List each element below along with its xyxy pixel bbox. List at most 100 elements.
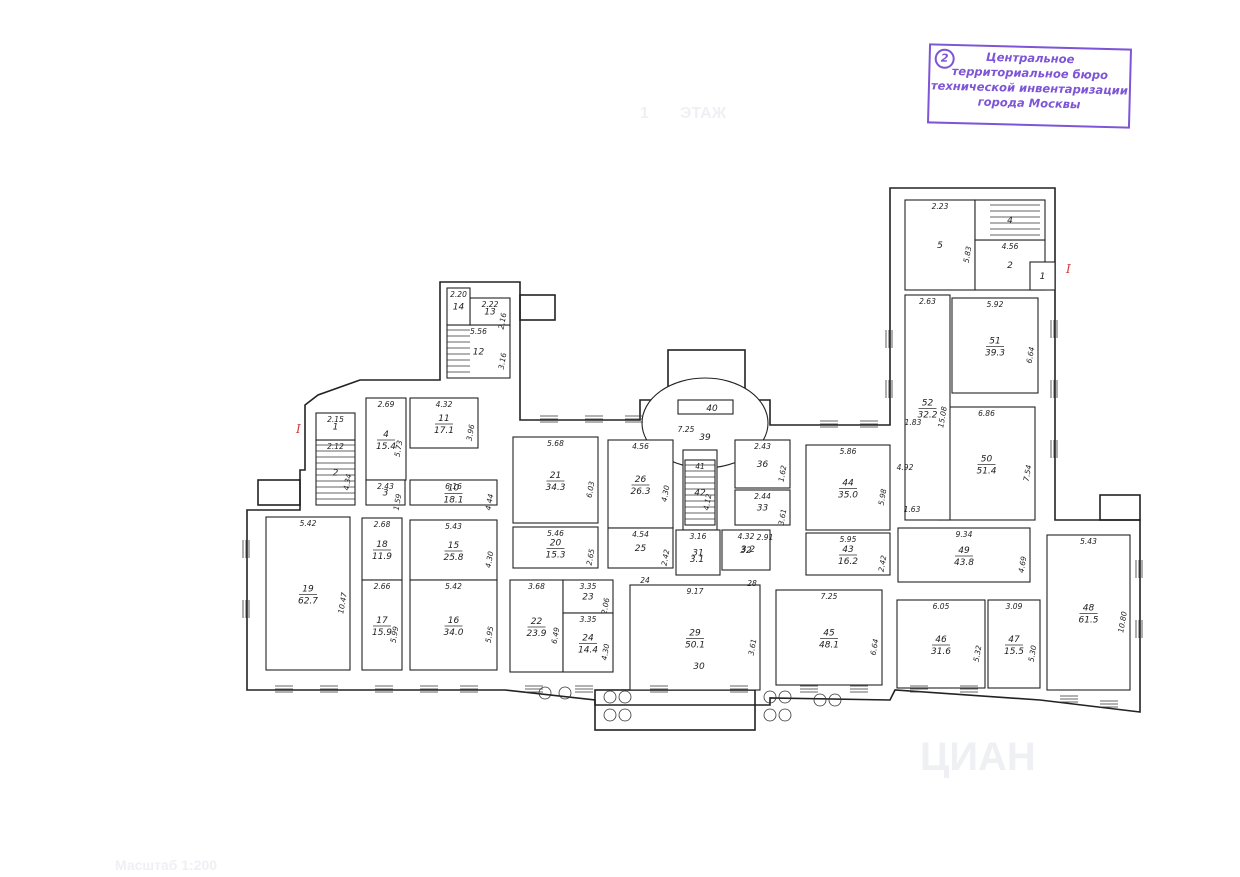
room-number: 19 (302, 585, 314, 595)
room-31: 313.16 (675, 529, 721, 576)
room-width: 5.42 (445, 582, 462, 591)
room-width: 2.12 (327, 442, 344, 451)
column-icon (603, 690, 617, 704)
room-width: 9.17 (687, 587, 704, 596)
room-length: 1.59 (392, 493, 404, 511)
room-outline (721, 529, 771, 571)
room-outline (607, 527, 674, 569)
room-width: 9.34 (956, 530, 973, 539)
room-length: 5.99 (389, 625, 401, 643)
room-outline (446, 324, 511, 379)
room-width: 2.22 (482, 300, 499, 309)
room-area: 26.3 (630, 487, 650, 497)
room-number: 18 (376, 540, 388, 550)
room-length: 3.16 (497, 352, 509, 370)
room-width: 6.05 (933, 602, 950, 611)
corridor-d: 2.91 (757, 533, 774, 542)
room-number: 25 (635, 544, 647, 554)
room-length: 2.42 (660, 548, 672, 566)
room-number: 20 (550, 539, 562, 549)
room-outline (512, 526, 599, 569)
room-number: 50 (981, 455, 993, 465)
room-width: 3.68 (528, 582, 545, 591)
column-icon (828, 693, 842, 707)
room-area: 31.6 (931, 647, 951, 657)
room-number: 33 (757, 504, 769, 514)
room-width: 7.25 (821, 592, 838, 601)
room-number: 36 (757, 460, 769, 470)
room-length: 15.08 (936, 405, 949, 428)
portico-columns (538, 686, 842, 722)
room-area: 25.8 (443, 553, 463, 563)
room-area: 50.1 (685, 641, 705, 651)
room-number: 23 (582, 593, 594, 603)
room-outline (315, 412, 356, 441)
scale-label: Масштаб 1:200 (115, 857, 217, 873)
room-number: 42 (694, 489, 706, 499)
room-length: 3.96 (465, 423, 477, 441)
room-width: 6.86 (978, 409, 995, 418)
room-width: 3.16 (690, 532, 707, 541)
room-12: 125.563.16 (446, 324, 511, 379)
room-width: 6.16 (445, 482, 462, 491)
room-outline (409, 397, 479, 449)
column-icon (813, 693, 827, 707)
room-length: 5.32 (972, 644, 984, 662)
room-width: 5.42 (300, 519, 317, 528)
column-icon (763, 690, 777, 704)
room-number: 17 (376, 616, 388, 626)
room-number: 10 (448, 484, 460, 494)
oval-dim: 7.25 (678, 425, 695, 434)
room-number: 11 (438, 414, 449, 424)
room-width: 5.92 (987, 300, 1004, 309)
room-outline (365, 479, 406, 506)
room-area: 35.0 (838, 491, 858, 501)
room-number: 5 (937, 241, 943, 251)
room-length: 6.64 (869, 638, 881, 656)
room-length: 5.98 (877, 488, 889, 506)
room-number: 15 (448, 541, 460, 551)
small-a: 28 (747, 579, 757, 588)
lobby-b: 3.2 (741, 545, 756, 555)
room-outline (361, 517, 403, 581)
room-number: 52 (922, 399, 934, 409)
bti-stamp: 2 Центральное территориальное бюро техни… (926, 43, 1133, 129)
room-width: 5.68 (547, 439, 564, 448)
room-width: 2.20 (450, 290, 467, 299)
room-outline (607, 439, 674, 529)
room-width: 2.44 (754, 492, 771, 501)
room-number: 26 (635, 475, 647, 485)
room-length: 10.80 (1116, 610, 1129, 633)
room-width: 2.66 (374, 582, 391, 591)
room-number: 29 (689, 629, 701, 639)
room-3: 32.431.59 (365, 479, 406, 511)
floor-title: ЭТАЖ (680, 105, 727, 122)
small-b: 24 (640, 576, 650, 585)
room-number: 47 (1008, 635, 1020, 645)
room-number: 21 (550, 471, 561, 481)
room-length: 7.54 (1022, 464, 1034, 482)
room-number: 24 (582, 634, 594, 644)
room-outline (265, 516, 351, 671)
room-outline (775, 589, 883, 686)
room-outline (897, 527, 1031, 583)
room-outline (987, 599, 1041, 689)
room-outline (951, 297, 1039, 394)
room-width: 5.43 (445, 522, 462, 531)
room-number: 1 (333, 423, 339, 433)
room-width: 2.68 (374, 520, 391, 529)
column-icon (538, 686, 552, 700)
room-area: 11.9 (372, 552, 392, 562)
room-width: 3.35 (580, 582, 597, 591)
room-number: 2 (1007, 261, 1013, 271)
room-length: 2.06 (600, 597, 612, 615)
room-number: 4 (1007, 216, 1013, 226)
